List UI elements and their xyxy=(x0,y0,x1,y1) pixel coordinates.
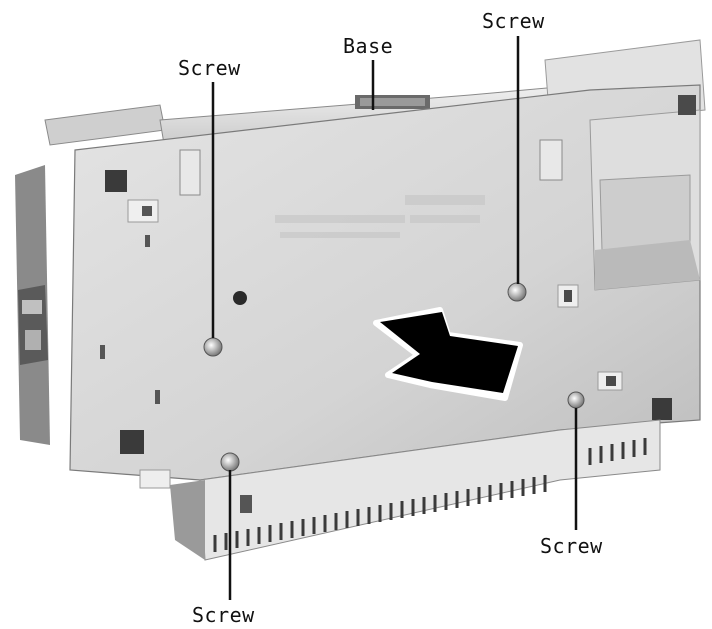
callout-base: Base xyxy=(343,34,393,58)
base-panel xyxy=(69,84,701,489)
callout-screw-bottom-right: Screw xyxy=(540,534,603,558)
screw-bottom-left-mark xyxy=(220,452,240,472)
callout-screw-bottom-left: Screw xyxy=(192,603,255,627)
screw-top-right-mark xyxy=(507,282,527,302)
left-side-mechanism xyxy=(15,165,50,445)
leader-lines xyxy=(211,36,578,600)
vent-strip xyxy=(170,419,661,561)
screw-top-left-mark xyxy=(203,337,223,357)
screw-bottom-right-mark xyxy=(567,391,585,409)
callout-screw-top-right: Screw xyxy=(482,9,545,33)
direction-arrow-icon xyxy=(373,307,523,401)
callout-screw-top-left: Screw xyxy=(178,56,241,80)
